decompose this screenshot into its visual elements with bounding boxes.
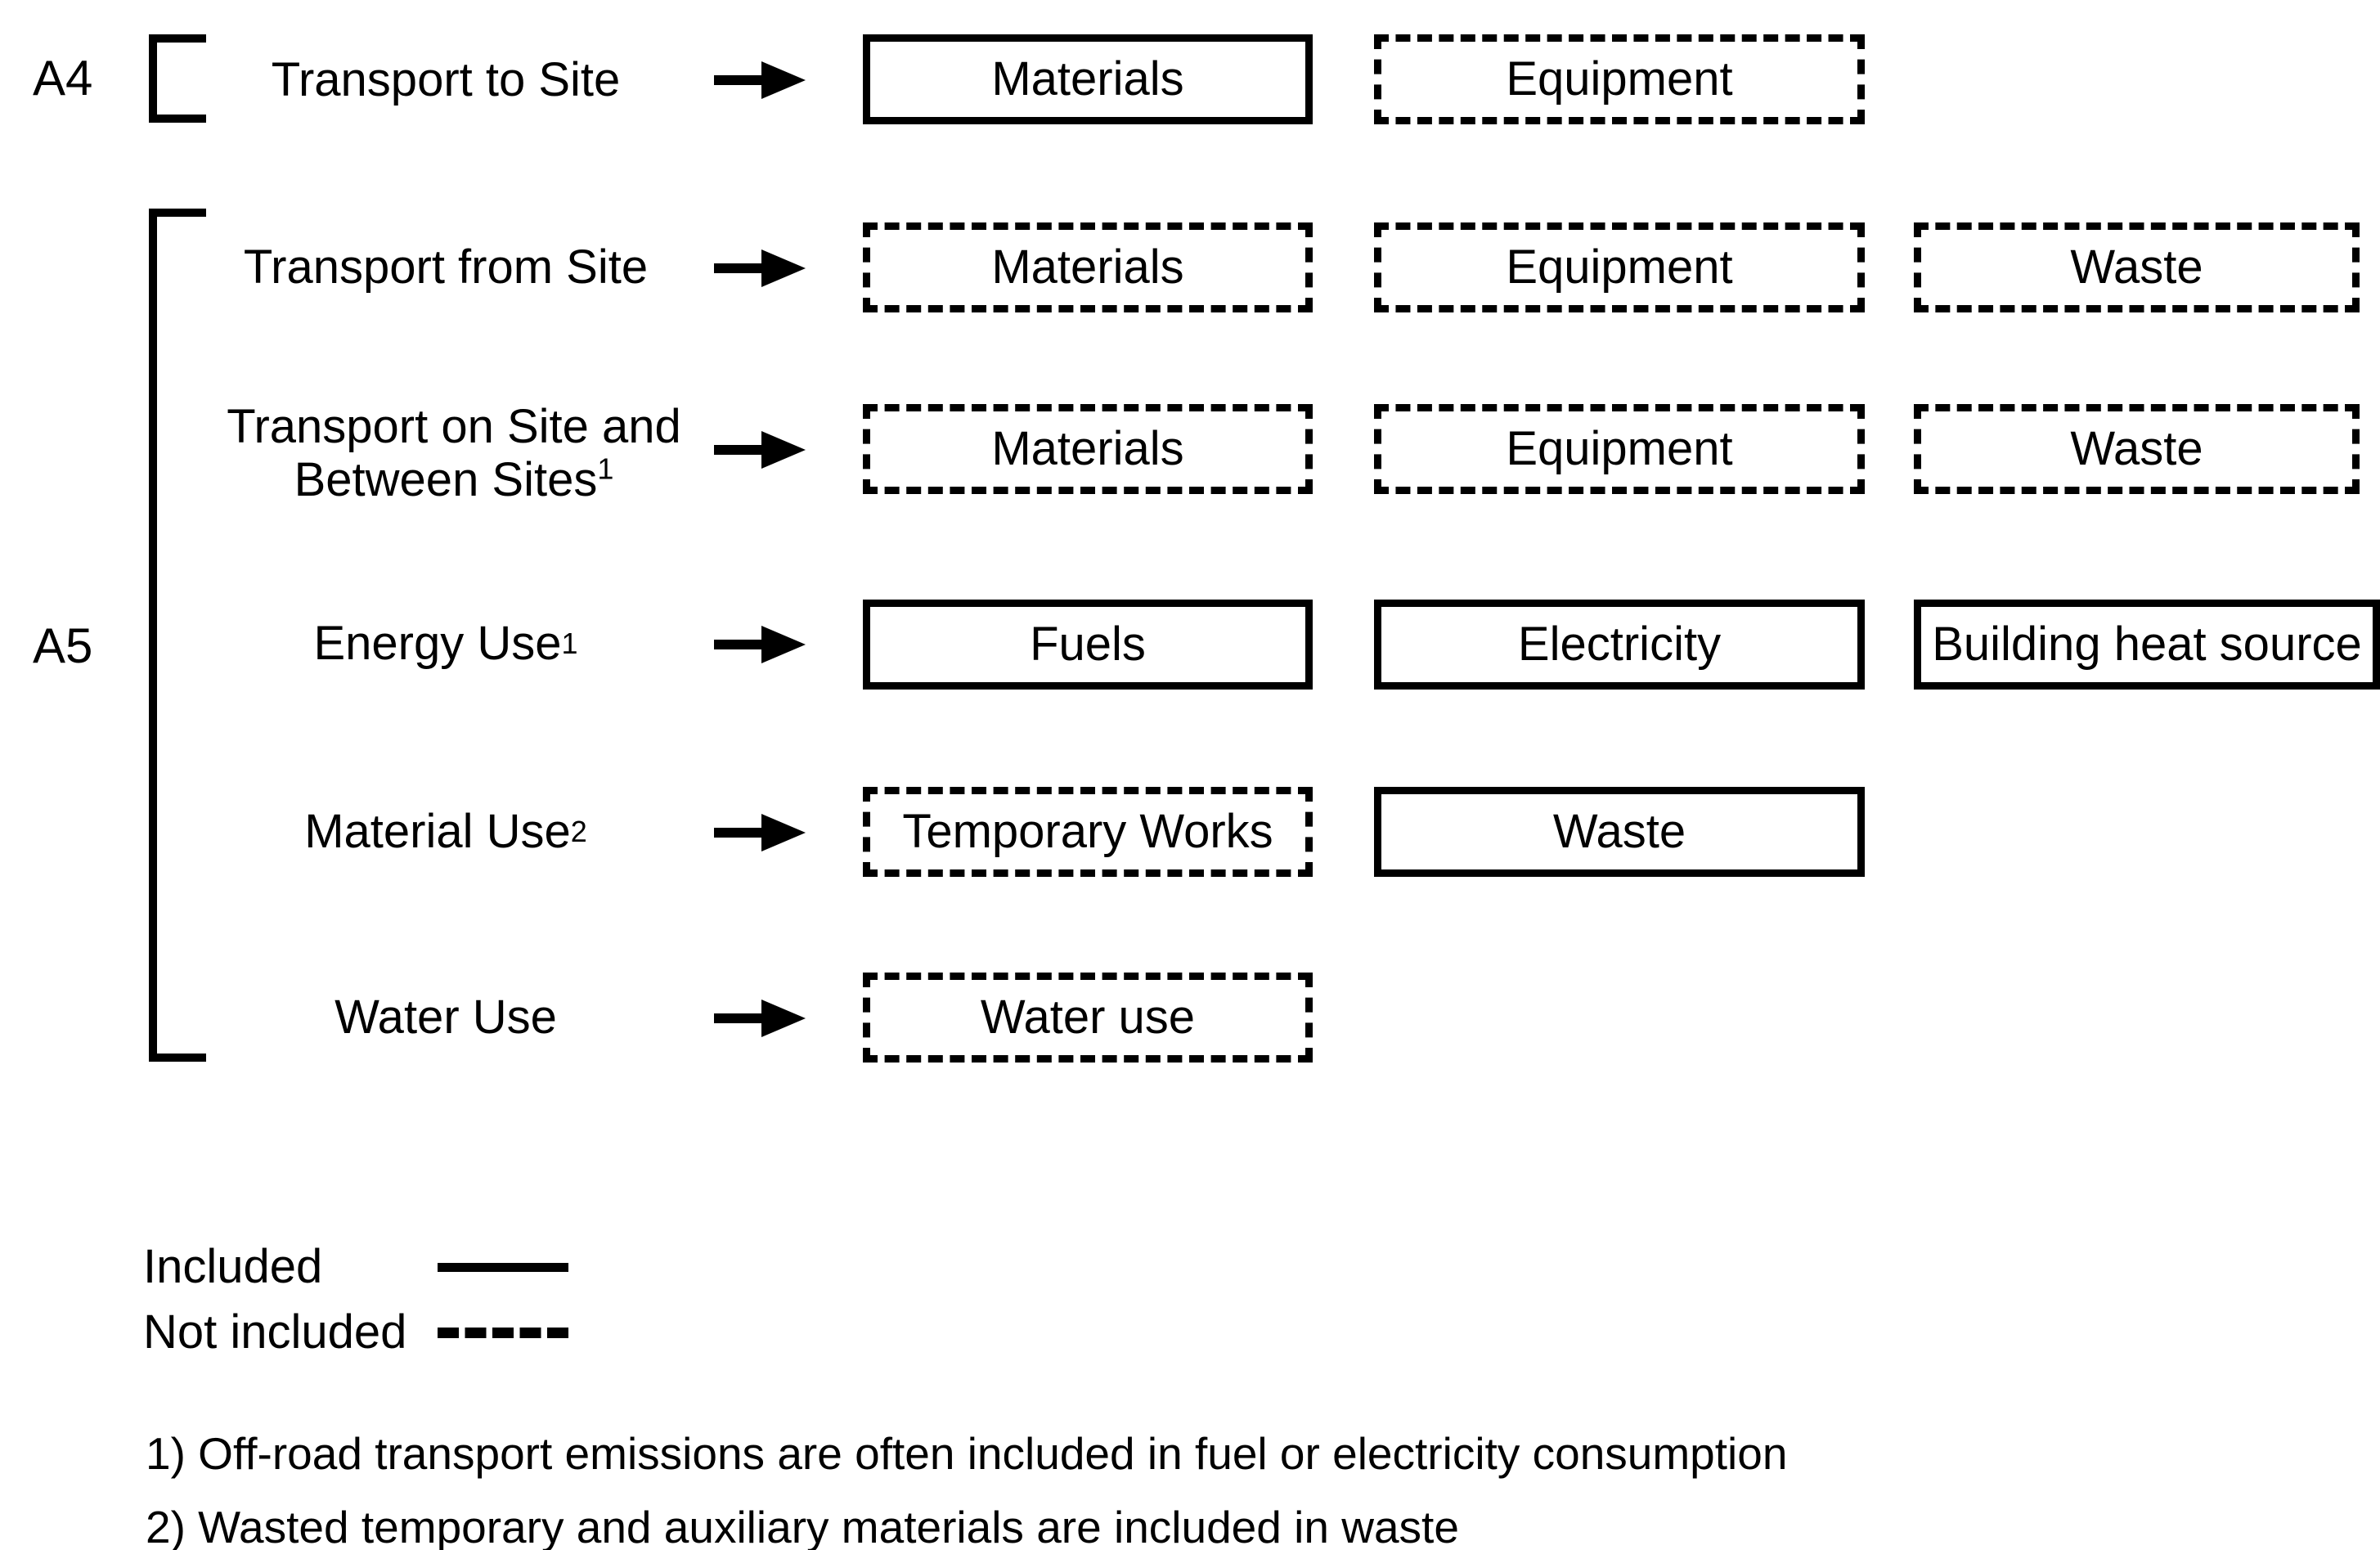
arrow-right-icon bbox=[714, 1000, 806, 1037]
stage-bracket-a4 bbox=[149, 34, 206, 123]
node-box-equipment: Equipment bbox=[1374, 222, 1865, 312]
arrow-right-icon bbox=[714, 431, 806, 469]
arrow-right-icon bbox=[714, 814, 806, 851]
node-box-materials: Materials bbox=[863, 222, 1313, 312]
row-label-transport-on-site: Transport on Site and Between Sites1 bbox=[200, 400, 707, 515]
row-label-text: Energy Use bbox=[313, 616, 562, 670]
arrow-right-icon bbox=[714, 249, 806, 287]
node-box-waste: Waste bbox=[1374, 787, 1865, 877]
row-label-transport-to-site: Transport to Site bbox=[271, 52, 621, 106]
node-box-water-use: Water use bbox=[863, 973, 1313, 1063]
node-box-waste: Waste bbox=[1914, 404, 2360, 494]
node-box-materials: Materials bbox=[863, 34, 1313, 124]
legend-label-included: Included bbox=[143, 1240, 323, 1293]
legend-item-included: Included bbox=[143, 1243, 568, 1291]
legend-swatch-dashed-line bbox=[438, 1327, 568, 1338]
stage-label-a4: A4 bbox=[33, 51, 93, 106]
arrow-right-icon bbox=[714, 61, 806, 99]
node-box-temporary-works: Temporary Works bbox=[863, 787, 1313, 877]
node-box-equipment: Equipment bbox=[1374, 34, 1865, 124]
row-label-superscript: 1 bbox=[597, 452, 614, 486]
legend-label-not-included: Not included bbox=[143, 1305, 407, 1359]
arrow-right-icon bbox=[714, 626, 806, 663]
row-label-line-1: Transport on Site and bbox=[227, 400, 681, 453]
node-box-fuels: Fuels bbox=[863, 600, 1313, 690]
node-box-electricity: Electricity bbox=[1374, 600, 1865, 690]
node-box-waste: Waste bbox=[1914, 222, 2360, 312]
stage-label-a5: A5 bbox=[33, 618, 93, 673]
node-box-building-heat-source: Building heat source bbox=[1914, 600, 2380, 690]
legend-item-not-included: Not included bbox=[143, 1309, 568, 1356]
row-label-text: Material Use bbox=[304, 804, 571, 858]
legend-swatch-solid-line bbox=[438, 1262, 568, 1272]
footnote-1: 1) Off-road transport emissions are ofte… bbox=[146, 1428, 1788, 1479]
stage-bracket-a5 bbox=[149, 209, 206, 1062]
node-box-materials: Materials bbox=[863, 404, 1313, 494]
row-label-line-2: Between Sites1 bbox=[200, 452, 707, 507]
node-box-equipment: Equipment bbox=[1374, 404, 1865, 494]
footnote-2: 2) Wasted temporary and auxiliary materi… bbox=[146, 1502, 1459, 1550]
row-label-water-use: Water Use bbox=[335, 990, 557, 1044]
row-label-line-2-text: Between Sites bbox=[294, 452, 598, 506]
row-label-transport-from-site: Transport from Site bbox=[243, 240, 649, 294]
